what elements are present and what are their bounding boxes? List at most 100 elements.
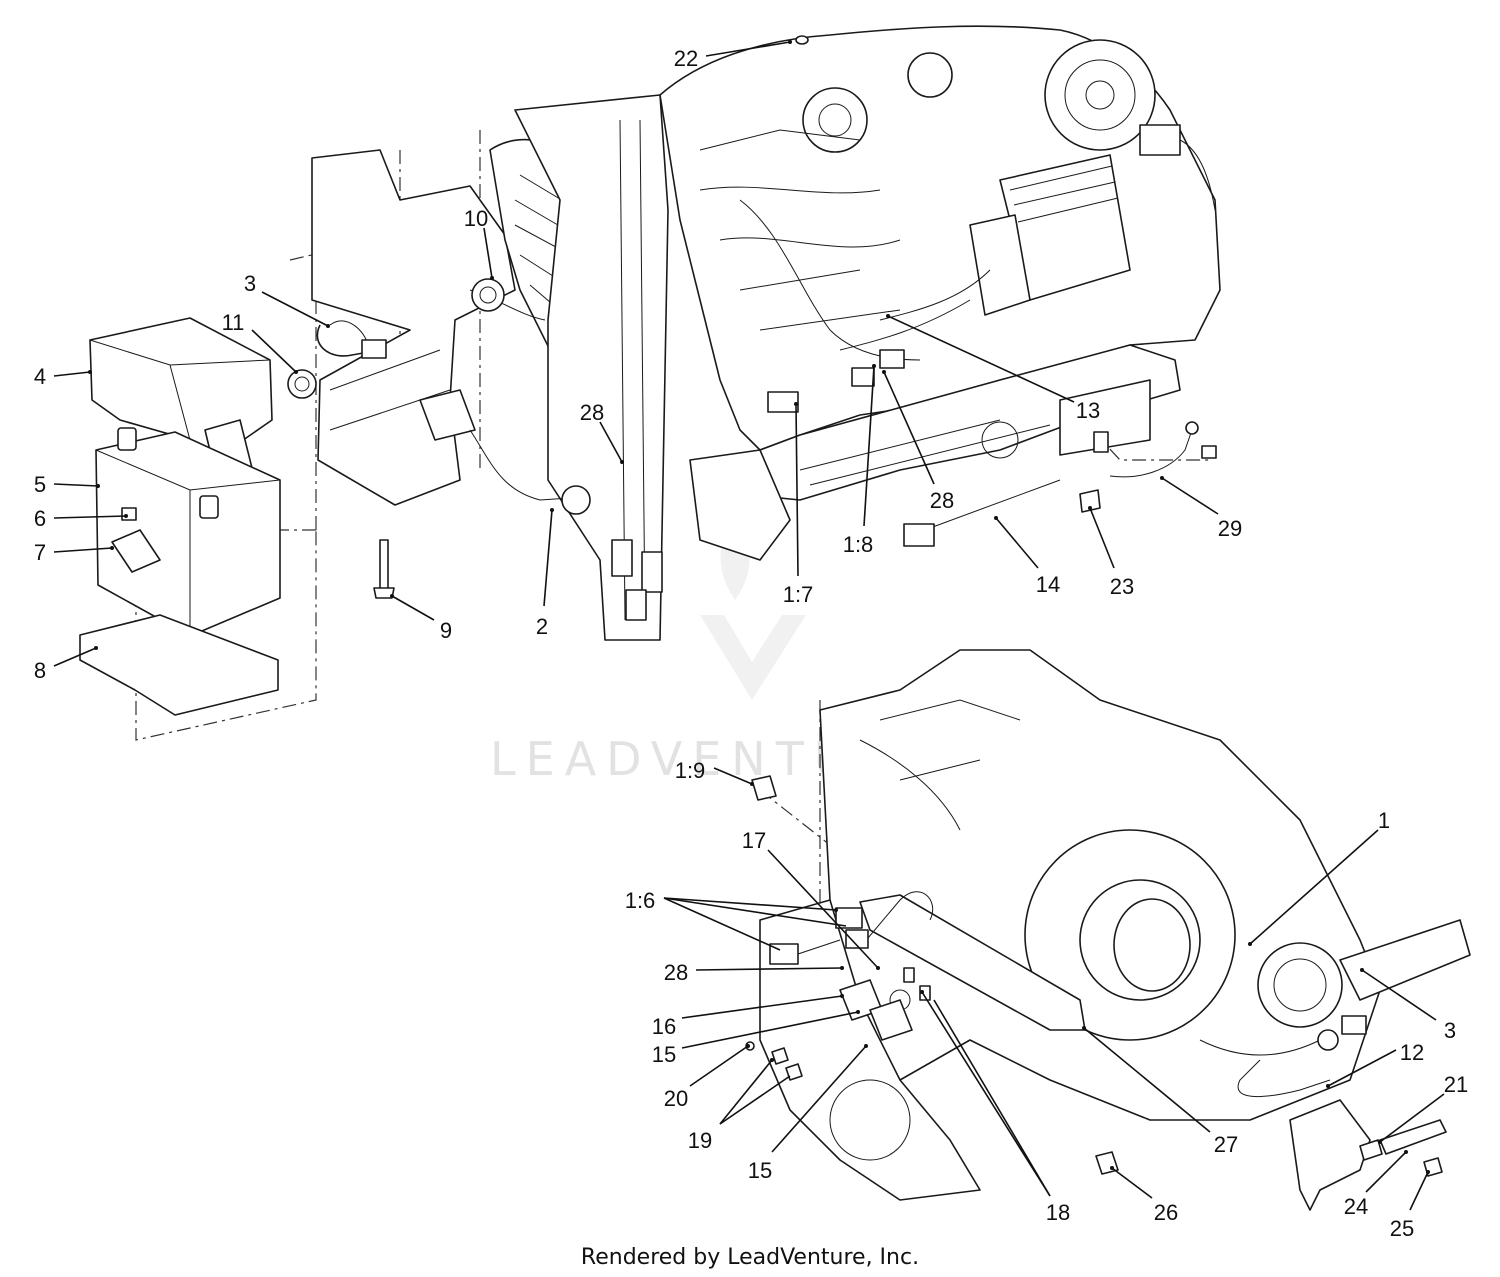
callout-leader-tip	[326, 324, 330, 328]
callout-label: 1:8	[843, 532, 874, 557]
callout-leader-tip	[1326, 1084, 1330, 1088]
sensor-cable-14	[903, 479, 1101, 547]
bolt-21	[1359, 1139, 1383, 1161]
callout-leader-tip	[872, 364, 876, 368]
engine-lower	[819, 649, 1471, 1141]
callout-leader-tip	[920, 990, 924, 994]
callout-leader-tip	[834, 908, 838, 912]
callout-leader-tip	[620, 460, 624, 464]
callout-leader-line	[713, 767, 753, 785]
callout-leader-tip	[1426, 1170, 1430, 1174]
callout-leader-line	[921, 991, 1051, 1197]
callout-leader-line	[689, 1045, 749, 1087]
callout-leader-line	[53, 483, 99, 487]
callout-label: 18	[1046, 1200, 1070, 1225]
callout-leader-tip	[1110, 1166, 1114, 1170]
callout-leader-tip	[550, 508, 554, 512]
callout-label: 10	[464, 206, 488, 231]
callout-leader-tip	[840, 994, 844, 998]
callout-leader-line	[863, 365, 875, 527]
hardware-small	[745, 967, 931, 1081]
callout-leader-tip	[882, 370, 886, 374]
callout-leader-line	[543, 509, 553, 607]
callout-leader-line	[995, 517, 1039, 569]
callout-leader-line	[1083, 1027, 1211, 1133]
battery-bracket	[311, 149, 516, 506]
engine-upper	[659, 25, 1221, 451]
callout-leader-line	[681, 1011, 859, 1049]
callout-leader-tip	[750, 782, 754, 786]
callout-leader-line	[599, 421, 623, 463]
callout-leader-line	[681, 995, 843, 1019]
callout-leader-line	[663, 897, 837, 911]
callout-label: 27	[1214, 1132, 1238, 1157]
callout-label: 6	[34, 506, 46, 531]
callout-leader-line	[695, 967, 843, 971]
relay-bracket-27	[859, 894, 1086, 1031]
callout-leader-tip	[994, 516, 998, 520]
callout-leader-line	[1409, 1171, 1429, 1211]
callout-leader-tip	[1378, 1140, 1382, 1144]
callout-leader-tip	[864, 1044, 868, 1048]
callout-leader-line	[53, 515, 127, 519]
callout-leader-line	[771, 1045, 867, 1153]
callout-leader-line	[261, 291, 329, 327]
callout-label: 25	[1390, 1216, 1414, 1241]
callout-label: 9	[440, 618, 452, 643]
callout-leader-line	[1161, 477, 1219, 515]
callout-leader-line	[1379, 1093, 1445, 1143]
callout-label: 16	[652, 1014, 676, 1039]
callout-label: 1:7	[783, 582, 814, 607]
cable-10	[469, 278, 546, 321]
callout-leader-tip	[490, 276, 494, 280]
callout-label: 1:9	[675, 758, 706, 783]
nut-22	[795, 35, 809, 45]
callout-leader-tip	[1082, 1026, 1086, 1030]
callout-label: 24	[1344, 1194, 1368, 1219]
callout-label: 28	[580, 400, 604, 425]
callout-label: 20	[664, 1086, 688, 1111]
callout-leader-tip	[1360, 968, 1364, 972]
callout-leader-tip	[840, 966, 844, 970]
callout-label: 7	[34, 540, 46, 565]
callout-leader-line	[53, 547, 113, 553]
callout-label: 23	[1110, 574, 1134, 599]
callout-leader-tip	[1160, 476, 1164, 480]
callout-leader-line	[391, 595, 435, 621]
callout-label: 14	[1036, 572, 1060, 597]
callout-label: 28	[664, 960, 688, 985]
callout-label: 3	[244, 271, 256, 296]
callout-leader-tip	[124, 514, 128, 518]
callout-leader-tip	[770, 1058, 774, 1062]
callout-leader-tip	[390, 594, 394, 598]
callout-leader-tip	[1088, 506, 1092, 510]
callout-label: 15	[652, 1042, 676, 1067]
flywheel-housing	[759, 899, 981, 1201]
callout-leader-line	[1365, 1151, 1407, 1193]
callout-leader-tip	[88, 370, 92, 374]
callout-leader-line	[795, 403, 799, 577]
callout-label: 1	[1378, 808, 1390, 833]
callout-leader-tip	[94, 646, 98, 650]
callout-leader-line	[483, 227, 493, 279]
callout-leader-line	[719, 1075, 791, 1125]
engine-base	[689, 344, 1181, 561]
callout-label: 22	[674, 46, 698, 71]
callout-leader-line	[887, 315, 1075, 403]
callout-label: 8	[34, 658, 46, 683]
callout-leader-line	[719, 1059, 773, 1125]
callout-leader-tip	[1404, 1150, 1408, 1154]
callout-leader-tip	[794, 402, 798, 406]
mount-bracket	[1289, 1099, 1371, 1211]
callout-leader-tip	[876, 966, 880, 970]
battery	[95, 427, 281, 637]
callout-label: 12	[1400, 1040, 1424, 1065]
bolt-9	[373, 539, 395, 599]
harness-2	[419, 389, 591, 515]
callout-label: 11	[222, 310, 245, 335]
callout-leader-tip	[788, 40, 792, 44]
connector-1-9	[751, 775, 777, 801]
callout-leader-line	[251, 329, 297, 373]
callout-label: 5	[34, 472, 46, 497]
